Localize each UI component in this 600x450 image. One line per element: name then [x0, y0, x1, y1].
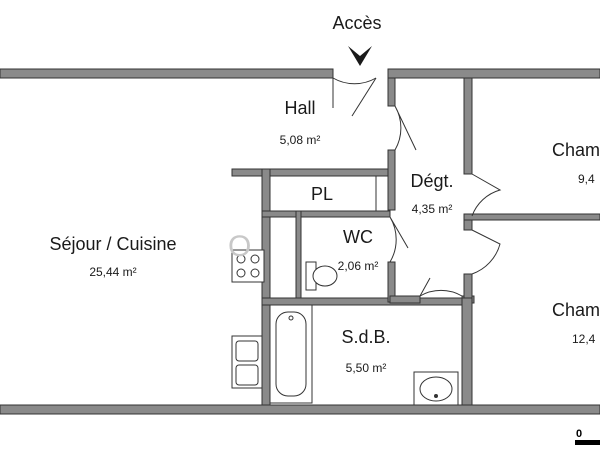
watermark: O: [228, 230, 251, 263]
wall-degt-left-mid: [387, 149, 396, 211]
room-name-pl: PL: [311, 184, 333, 204]
washbasin-icon: [413, 371, 459, 406]
door-chambre2: [471, 229, 501, 275]
door-degt-hall: [394, 105, 417, 151]
wall-degt-right-top: [463, 77, 473, 175]
wall-wc-left: [295, 210, 302, 299]
door-entrance: [332, 77, 377, 108]
wall-sdb-top: [261, 297, 469, 306]
wall-sdb-right: [461, 297, 473, 406]
room-area-degt: 4,35 m²: [412, 202, 453, 216]
access-label: Accès: [332, 13, 381, 33]
stove-burner-icon: [236, 254, 246, 264]
wall-bedrooms-separator: [463, 213, 600, 221]
sink-basin-icon: [235, 364, 259, 386]
room-name-chambre1: Cham: [552, 140, 600, 160]
sink-basin-icon: [235, 340, 259, 362]
room-name-sejour: Séjour / Cuisine: [49, 234, 176, 254]
room-area-hall: 5,08 m²: [280, 133, 321, 147]
outer-wall-top-left: [0, 68, 334, 79]
room-name-wc: WC: [343, 227, 373, 247]
sink-icon: [231, 335, 263, 389]
wall-kitchen-vertical: [261, 168, 271, 406]
stove-burner-icon: [250, 254, 260, 264]
wall-pl-bottom: [261, 210, 391, 218]
bathtub-inner-icon: [275, 311, 307, 397]
stove-icon: [231, 249, 265, 283]
room-area-wc: 2,06 m²: [338, 259, 379, 273]
stove-burner-icon: [250, 268, 260, 278]
outer-wall-top-right: [387, 68, 600, 79]
room-area-chambre2: 12,4: [572, 332, 596, 346]
door-chambre1: [471, 173, 502, 217]
washbasin-drain-icon: [434, 394, 438, 398]
scale-bar: [575, 440, 600, 445]
access-arrow-icon: [348, 46, 372, 66]
bathtub-drain-icon: [288, 315, 294, 321]
pl-cupboard-box: [375, 175, 389, 212]
bathtub-icon: [269, 304, 313, 404]
room-area-sdb: 5,50 m²: [346, 361, 387, 375]
wall-pl-top: [231, 168, 393, 177]
stove-burner-icon: [236, 268, 246, 278]
wall-degt-left-top: [387, 77, 396, 107]
washbasin-bowl-icon: [419, 376, 453, 402]
room-name-hall: Hall: [284, 98, 315, 118]
door-sdb: [419, 277, 463, 297]
room-name-degt: Dégt.: [410, 171, 453, 191]
room-area-chambre1: 9,4: [578, 172, 595, 186]
room-name-sdb: S.d.B.: [341, 327, 390, 347]
room-name-chambre2: Cham: [552, 300, 600, 320]
outer-wall-bottom: [0, 404, 600, 415]
wall-degt-bottom-left: [389, 295, 421, 304]
scale-label: 0: [576, 428, 582, 440]
door-entrance-leaf: [351, 77, 377, 117]
toilet-bowl-icon: [312, 265, 338, 287]
door-wc: [389, 216, 409, 263]
room-area-sejour: 25,44 m²: [89, 265, 136, 279]
